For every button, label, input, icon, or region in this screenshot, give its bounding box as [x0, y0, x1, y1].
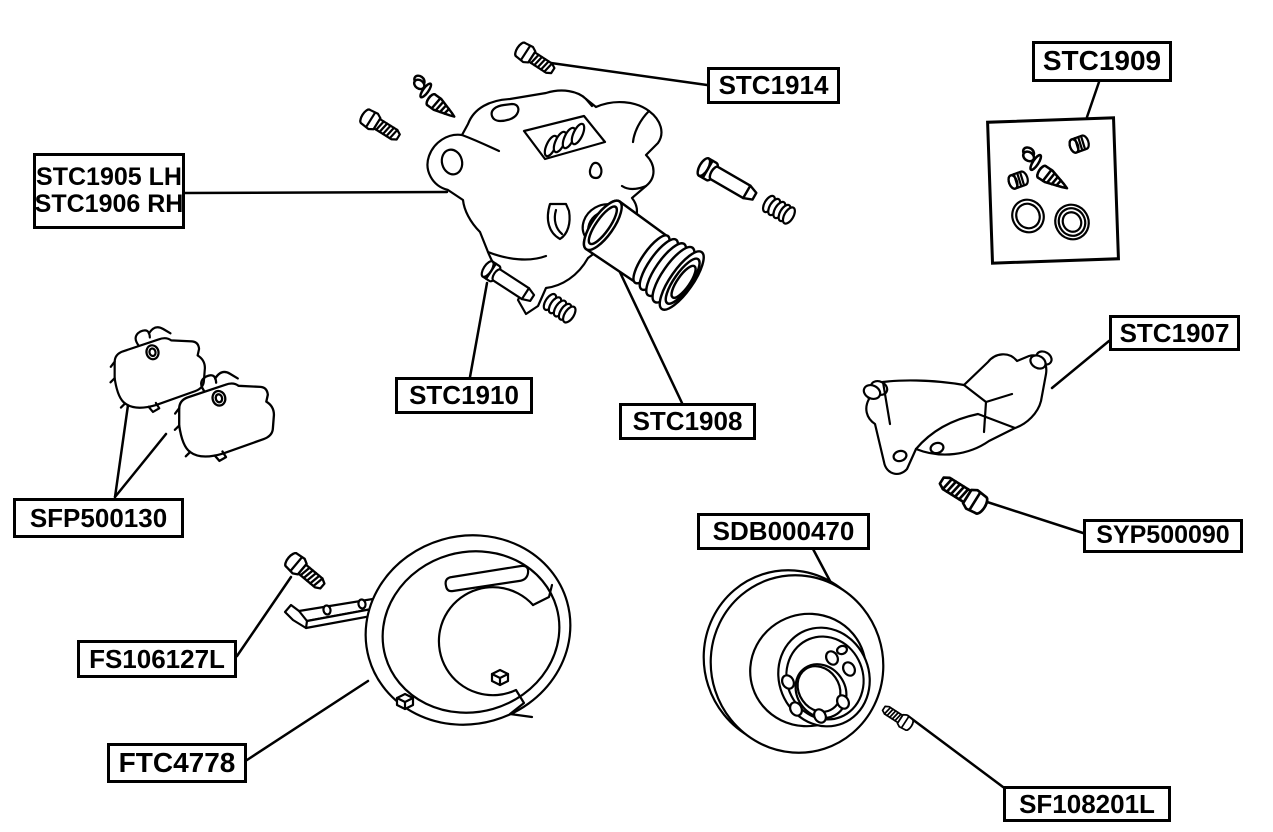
bleed-screw-icon — [404, 72, 464, 124]
leader-carrier — [1050, 339, 1111, 390]
leader-shield-bolt — [235, 575, 293, 658]
carrier-bracket — [862, 350, 1053, 475]
leader-lines — [113, 61, 1111, 789]
part-label-shield-bolt: FS106127L — [77, 640, 237, 678]
seal-kit — [986, 116, 1120, 265]
part-label-brake-disc: SDB000470 — [697, 513, 870, 550]
caliper-body — [426, 89, 663, 316]
shield-slot — [444, 564, 530, 593]
caliper-lug — [546, 202, 571, 241]
disc-notch — [835, 644, 849, 656]
leader-pads-a — [113, 389, 132, 499]
part-label-carrier: STC1907 — [1109, 315, 1240, 351]
seal-kit-box — [986, 116, 1120, 265]
part-label-dust-shield: FTC4778 — [107, 743, 247, 783]
guide-bolt-icon — [511, 39, 559, 80]
part-number-caliper-rh: STC1906 RH — [34, 190, 184, 218]
leader-carrier-bolt — [979, 498, 1085, 535]
piston-with-boot — [582, 199, 705, 311]
brake-disc — [702, 569, 885, 754]
leader-caliper — [183, 190, 449, 195]
disc-bolt-holes — [780, 650, 857, 724]
shield-bolt-icon — [281, 549, 330, 595]
part-label-piston: STC1908 — [619, 403, 756, 440]
guide-pin-lower-spring-icon — [540, 290, 580, 326]
leader-dust-shield — [245, 679, 370, 762]
leader-disc — [811, 547, 832, 583]
part-label-guide-pin: STC1910 — [395, 377, 533, 414]
part-label-disc-screw: SF108201L — [1003, 786, 1171, 822]
carrier-bolt-icon — [934, 470, 992, 518]
part-label-carrier-bolt: SYP500090 — [1083, 519, 1243, 553]
leader-disc-screw — [906, 714, 1005, 789]
carrier-pin-boss — [1029, 354, 1047, 370]
guide-pin-upper-icon — [693, 155, 761, 207]
part-label-brake-pads: SFP500130 — [13, 498, 184, 538]
caliper-top-hole — [490, 102, 520, 123]
part-label-guide-bolt: STC1914 — [707, 67, 840, 104]
shield-nut-icon — [490, 668, 510, 687]
leader-guide-bolt — [549, 61, 709, 87]
leader-seal-kit — [1085, 80, 1101, 119]
guide-pin-upper-spring-icon — [759, 192, 799, 227]
leader-pads-b — [113, 432, 168, 499]
part-number-caliper-lh: STC1905 LH — [36, 162, 182, 191]
caliper-teardrop-detail — [588, 161, 603, 180]
caliper-ear-hole — [440, 148, 464, 176]
carrier-bushing — [862, 384, 882, 400]
shield-cutout — [437, 586, 535, 719]
dust-shield — [364, 534, 572, 726]
caliper-bolt-icon — [356, 106, 405, 146]
caliper-window-spring — [543, 122, 586, 158]
leader-piston — [615, 264, 684, 405]
part-label-seal-kit: STC1909 — [1032, 41, 1172, 82]
part-label-caliper: STC1905 LH STC1906 RH — [33, 153, 185, 229]
disc-screw-icon — [879, 701, 917, 733]
shield-nut-icon — [395, 692, 415, 711]
leader-guide-pin — [468, 281, 489, 379]
